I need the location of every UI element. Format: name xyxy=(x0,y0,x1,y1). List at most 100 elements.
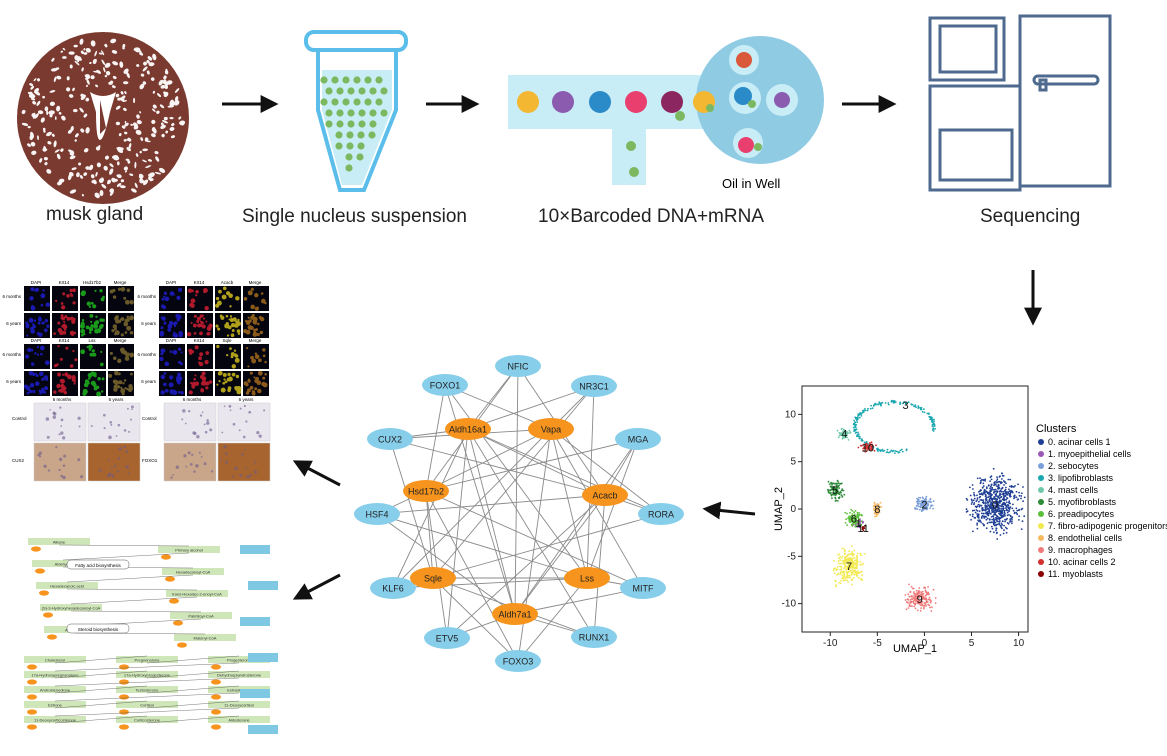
umap-point xyxy=(840,494,843,496)
gland-speckle xyxy=(166,80,173,85)
umap-point xyxy=(840,566,843,568)
if-row-label: 6 years xyxy=(6,379,22,384)
umap-point xyxy=(840,570,843,573)
network-edge xyxy=(514,494,606,615)
pathway-node-label: Cortisol xyxy=(140,703,154,708)
umap-point xyxy=(1001,478,1003,480)
umap-point xyxy=(973,492,975,494)
if-signal xyxy=(259,330,264,335)
umap-point xyxy=(854,510,857,512)
umap-point xyxy=(932,422,935,425)
gland-speckle xyxy=(69,150,75,156)
if-signal xyxy=(71,378,75,382)
umap-point xyxy=(992,505,995,508)
gland-speckle xyxy=(49,101,55,107)
umap-point xyxy=(1004,515,1006,517)
umap-point xyxy=(846,431,849,434)
gland-speckle xyxy=(44,161,48,166)
gland-speckle xyxy=(179,120,186,126)
if-column-header: DAPI xyxy=(31,280,42,285)
pathway-tf-box xyxy=(240,689,270,698)
if-signal xyxy=(264,360,267,364)
if-signal xyxy=(258,358,262,363)
gland-speckle xyxy=(107,179,112,184)
step-label-suspension: Single nucleus suspension xyxy=(242,206,467,227)
umap-point xyxy=(839,565,841,568)
umap-point xyxy=(990,484,993,486)
if-signal xyxy=(193,377,197,381)
umap-point xyxy=(847,557,850,560)
if-signal xyxy=(225,321,229,326)
umap-point xyxy=(1009,485,1011,488)
umap-point xyxy=(864,409,867,412)
network-edge xyxy=(425,384,446,492)
gland-speckle xyxy=(138,174,144,179)
umap-point xyxy=(887,402,890,404)
ihc-cell xyxy=(131,405,134,409)
gland-speckle xyxy=(36,100,41,107)
if-signal xyxy=(54,363,58,367)
if-signal xyxy=(88,326,94,332)
gland-speckle xyxy=(62,56,67,59)
tf-node-label: MGA xyxy=(628,435,649,445)
umap-point xyxy=(846,579,848,581)
umap-point xyxy=(923,602,926,604)
umap-point xyxy=(909,591,912,594)
umap-point xyxy=(1004,520,1006,523)
if-signal xyxy=(26,334,29,337)
if-signal xyxy=(262,382,268,388)
if-signal xyxy=(229,305,232,308)
ihc-column-header: 6 months xyxy=(183,397,202,402)
pathway-title: Steroid biosynthesis xyxy=(78,627,119,632)
nucleus-dot xyxy=(320,76,328,84)
if-signal xyxy=(92,304,97,309)
gland-speckle xyxy=(139,50,142,55)
ihc-cell xyxy=(103,413,106,417)
if-row-label: 6 years xyxy=(141,321,157,326)
if-signal xyxy=(250,315,255,320)
pathway-edge xyxy=(66,588,198,591)
if-signal xyxy=(207,331,211,336)
umap-point xyxy=(915,406,917,409)
ihc-cell xyxy=(58,457,63,462)
umap-point xyxy=(849,576,851,579)
umap-point xyxy=(985,486,988,488)
umap-point xyxy=(847,439,850,441)
umap-point xyxy=(867,444,870,447)
ihc-cell xyxy=(108,458,111,461)
y-tick-label: 5 xyxy=(790,457,796,468)
umap-point xyxy=(853,419,855,422)
umap-point xyxy=(932,427,935,430)
umap-point xyxy=(851,510,854,512)
tf-node-label: FOXO1 xyxy=(430,381,461,391)
umap-point xyxy=(1006,511,1009,514)
gland-speckle xyxy=(158,79,164,86)
if-signal xyxy=(235,296,240,301)
ihc-cell xyxy=(195,464,199,468)
if-signal xyxy=(69,364,74,368)
umap-point xyxy=(840,428,843,431)
umap-cluster-label: 10 xyxy=(862,443,874,455)
umap-point xyxy=(981,478,983,481)
if-signal xyxy=(35,381,40,386)
pathway-gene-marker xyxy=(119,694,129,700)
if-signal xyxy=(59,357,63,361)
umap-point xyxy=(977,513,980,516)
umap-point xyxy=(981,486,984,489)
umap-point xyxy=(982,482,985,485)
gland-speckle xyxy=(171,123,175,127)
ihc-cell xyxy=(193,432,197,435)
gland-speckle xyxy=(96,162,102,168)
if-row-label: 6 years xyxy=(141,379,157,384)
umap-point xyxy=(996,523,999,526)
ihc-cell xyxy=(58,433,61,436)
legend-marker xyxy=(1038,547,1044,553)
umap-point xyxy=(970,503,973,505)
if-signal xyxy=(200,388,205,393)
if-signal xyxy=(72,301,76,305)
pathway-node-label: Aldosterone xyxy=(228,718,250,723)
legend-marker xyxy=(1038,487,1044,493)
gland-speckle xyxy=(101,59,106,66)
umap-point xyxy=(853,556,856,559)
umap-point xyxy=(1001,512,1004,514)
